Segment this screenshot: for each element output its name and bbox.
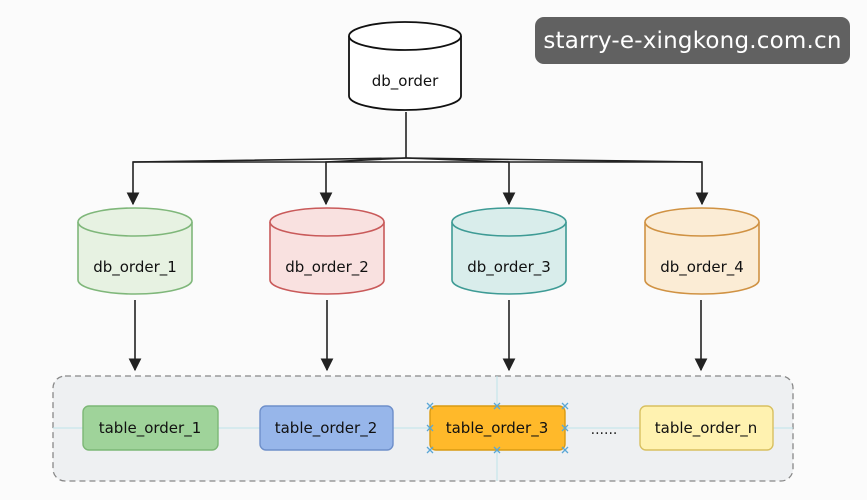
- db-order-1-label: db_order_1: [93, 258, 177, 277]
- table-order-n-box: table_order_n: [639, 405, 774, 451]
- table-order-2-box: table_order_2: [259, 405, 394, 451]
- table-order-1-box: table_order_1: [82, 405, 219, 451]
- db-order-1-cylinder: db_order_1: [77, 207, 193, 295]
- db-order-label: db_order: [372, 72, 439, 91]
- ellipsis-text: ......: [591, 422, 618, 438]
- db-order-3-label: db_order_3: [467, 258, 551, 277]
- db-order-4-cylinder: db_order_4: [644, 207, 760, 295]
- connector-to-db-order-3: [405, 157, 516, 206]
- selection-handles: [426, 402, 569, 454]
- table-order-2-label: table_order_2: [275, 419, 378, 438]
- db-order-4-label: db_order_4: [660, 258, 744, 277]
- connector-to-db-order-1: [126, 157, 407, 206]
- table-order-1-label: table_order_1: [99, 419, 202, 438]
- table-order-3-label: table_order_3: [446, 419, 549, 438]
- db-order-2-cylinder: db_order_2: [269, 207, 385, 295]
- watermark: starry-e-xingkong.com.cn: [535, 17, 850, 64]
- db-order-3-cylinder: db_order_3: [451, 207, 567, 295]
- connector-to-db-order-2: [319, 157, 407, 206]
- root-connectors: [126, 112, 709, 206]
- db-order-2-label: db_order_2: [285, 258, 369, 277]
- db-order-cylinder: db_order: [348, 21, 462, 111]
- table-order-n-label: table_order_n: [655, 419, 758, 438]
- table-order-3-box: table_order_3: [429, 405, 566, 451]
- table-connectors: [128, 300, 708, 372]
- connector-to-db-order-4: [405, 157, 709, 206]
